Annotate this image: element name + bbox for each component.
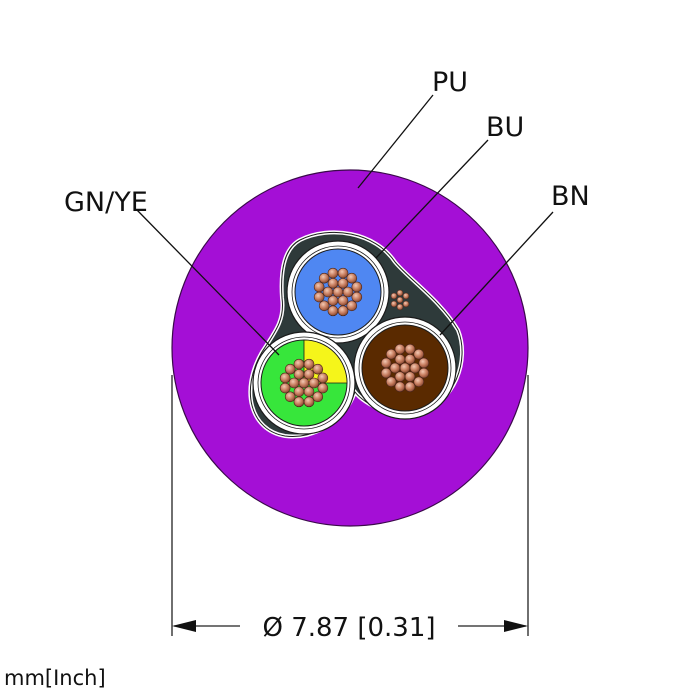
copper-strand — [313, 281, 325, 293]
copper-strand — [327, 305, 339, 317]
copper-strand — [394, 354, 406, 365]
copper-strand — [279, 372, 291, 384]
copper-strand — [303, 369, 315, 380]
copper-strand — [404, 343, 416, 355]
copper-strand — [380, 357, 392, 369]
copper-strand — [308, 377, 320, 389]
core-bundle-filler-edge — [249, 231, 463, 437]
copper-strand — [351, 281, 363, 293]
copper-strand — [288, 377, 300, 389]
copper-strand — [418, 367, 430, 379]
copper-strand — [337, 305, 349, 317]
filler-strand — [396, 303, 404, 311]
copper-strand — [399, 362, 411, 374]
dimension-arrow-right — [504, 620, 528, 632]
copper-strand — [404, 371, 416, 382]
leader-line-pu — [357, 94, 434, 189]
copper-strand — [284, 391, 296, 403]
copper-strand — [337, 295, 349, 306]
label-bn: BN — [551, 181, 590, 212]
leader-line-gnye — [136, 209, 280, 356]
filler-strand — [390, 300, 398, 308]
copper-strand — [418, 357, 430, 369]
diameter-dimension: Ø 7.87 [0.31] — [262, 613, 435, 643]
copper-strand — [404, 354, 416, 365]
filler-strand — [402, 300, 410, 308]
copper-strand — [351, 291, 363, 303]
copper-strand — [346, 272, 358, 284]
copper-strand — [385, 376, 397, 388]
filler-strand — [396, 296, 404, 304]
copper-strand — [394, 343, 406, 355]
copper-strand — [404, 381, 416, 393]
copper-strand — [312, 391, 324, 403]
units-label: mm[Inch] — [4, 666, 106, 690]
blue-core — [286, 240, 390, 344]
label-bu: BU — [486, 112, 524, 143]
copper-strand — [279, 382, 291, 394]
copper-strand — [389, 362, 401, 374]
copper-strand — [313, 291, 325, 303]
copper-strand — [327, 278, 339, 289]
copper-strand — [380, 367, 392, 379]
label-gnye: GN/YE — [64, 187, 148, 218]
dimension-arrow-left — [172, 620, 196, 632]
label-pu: PU — [432, 67, 468, 98]
copper-strand — [322, 286, 334, 298]
copper-strand — [318, 300, 330, 312]
brown-core — [353, 316, 457, 420]
leader-line-bn — [439, 211, 554, 336]
green-yellow-core — [252, 331, 356, 435]
copper-strand — [303, 386, 315, 397]
copper-strand — [318, 272, 330, 284]
copper-strand — [312, 363, 324, 375]
filler-strand — [402, 292, 410, 300]
copper-strand — [337, 278, 349, 289]
copper-strand — [293, 369, 305, 380]
filler-strand-bundle — [390, 289, 410, 311]
copper-strand — [293, 386, 305, 397]
copper-strand — [303, 396, 315, 408]
copper-strand — [317, 372, 329, 384]
copper-strand — [293, 358, 305, 370]
copper-strand — [298, 377, 310, 389]
copper-strand — [409, 362, 421, 374]
copper-strand — [413, 348, 425, 360]
copper-strand — [317, 382, 329, 394]
copper-strand — [293, 396, 305, 408]
filler-strand — [396, 289, 404, 297]
copper-strand — [332, 286, 344, 298]
copper-strand — [337, 267, 349, 279]
copper-strand — [327, 295, 339, 306]
filler-strand — [390, 292, 398, 300]
copper-strand — [385, 348, 397, 360]
copper-strand — [284, 363, 296, 375]
copper-strand — [394, 371, 406, 382]
copper-strand — [413, 376, 425, 388]
copper-strand — [346, 300, 358, 312]
copper-strand — [394, 381, 406, 393]
copper-strand — [303, 358, 315, 370]
leader-line-bu — [375, 139, 489, 259]
copper-strand — [342, 286, 354, 298]
copper-strand — [327, 267, 339, 279]
